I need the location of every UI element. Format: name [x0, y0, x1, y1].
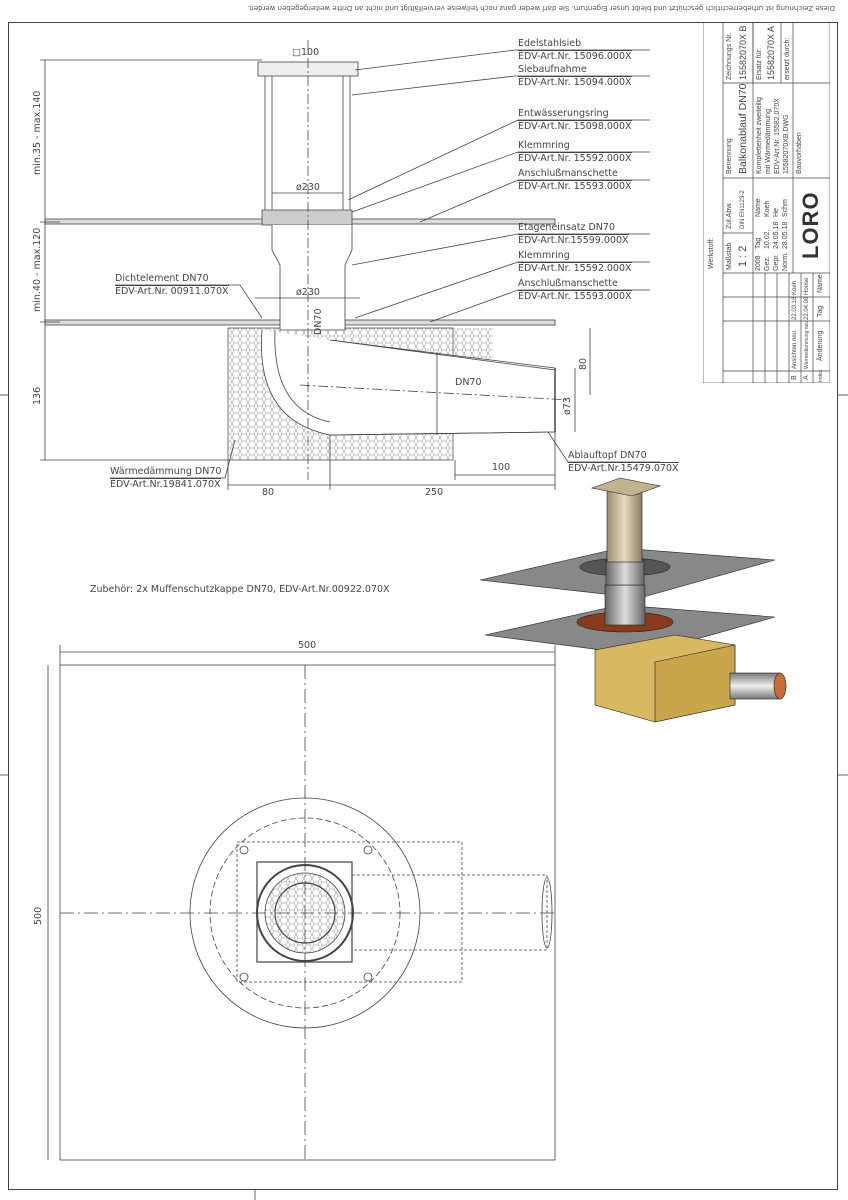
change-b-text: Ansichten neu — [792, 330, 798, 369]
dim-w250: 250 — [425, 487, 444, 498]
dim-d230-lower: ø230 — [296, 287, 320, 298]
row-gez-date: 10.02. — [764, 229, 771, 249]
row-norm-name: Schm — [782, 199, 789, 217]
change-head-date: Tag — [817, 305, 824, 317]
description-1: Komplettenheit zweiteilig — [756, 96, 763, 174]
dim-d73: ø73 — [562, 397, 573, 415]
dim-min35-max140: min.35 - max.140 — [32, 90, 43, 175]
change-a-date: 22.04.08 — [804, 296, 810, 320]
side-section-view — [40, 40, 660, 490]
benennung-value: Balkonablauf DN70 — [737, 83, 749, 174]
dim-min40-max120: min.40 - max.120 — [32, 227, 43, 312]
description-2: mit Wärmedämmung — [765, 109, 772, 174]
change-b-date: 22.03.18 — [792, 296, 798, 320]
bauvorhaben-label: Bauvorhaben — [796, 132, 803, 174]
tag-header: Tag — [755, 237, 762, 249]
zeichnungs-nr: 15582070X B — [738, 25, 748, 80]
change-b-name: Koeh — [792, 280, 798, 295]
dim-h80: 80 — [578, 357, 589, 370]
change-head-text: Änderung — [817, 330, 824, 361]
dim-w100: 100 — [492, 462, 511, 473]
change-head-name: Name — [817, 274, 824, 293]
row-gepr-label: Gepr. — [773, 253, 780, 271]
dim-d230-upper: ø230 — [296, 182, 320, 193]
plan-view — [47, 645, 556, 1161]
werkstoff-label: Werkstoff: — [708, 237, 715, 269]
ersetzt-label: ersetzt durch: — [784, 37, 791, 80]
description-3: EDV-Art.Nr. 15582.070X — [774, 98, 781, 174]
dim-square-100: □100 — [292, 47, 320, 58]
ersatz-label: Ersatz für: — [756, 48, 763, 80]
year: 2008 — [755, 255, 762, 271]
row-gez-label: Gez. — [764, 256, 771, 271]
row-norm-label: Norm. — [782, 251, 789, 271]
change-a-index: A — [803, 375, 810, 380]
row-norm-date: 28.05.18 — [782, 221, 789, 249]
ersatz-value: 15582070X A — [766, 25, 776, 80]
title-block: Werkstoff: Maßstab 1 : 2 Zul.Abw. DIN EN… — [703, 22, 830, 383]
benennung-label: Benennung — [726, 138, 733, 174]
massstab-value: 1 : 2 — [737, 245, 749, 267]
dim-dn70-horizontal: DN70 — [455, 377, 482, 388]
change-head-index: Index — [818, 369, 824, 382]
zeichnungs-nr-label: Zeichnungs Nr. — [726, 32, 733, 80]
name-header: Name — [755, 198, 762, 217]
zul-abw-label: Zul.Abw. — [726, 202, 733, 229]
change-a-name: Hoose — [804, 277, 810, 295]
dim-dn70-vertical: DN70 — [313, 308, 324, 335]
change-b-index: B — [791, 375, 798, 380]
dim-plan-height: 500 — [33, 906, 44, 925]
massstab-label: Maßstab — [726, 242, 733, 270]
drawing-frame — [8, 22, 838, 1190]
3d-render — [479, 477, 787, 723]
loro-logo: LORO — [798, 191, 823, 259]
dim-w80: 80 — [262, 487, 275, 498]
row-gepr-name: He — [773, 208, 780, 217]
description-4: 15582070XB.DWG — [783, 114, 790, 174]
row-gez-name: Koeh — [764, 200, 771, 217]
row-gepr-date: 24.05.18 — [773, 221, 780, 249]
zul-abw-value: DIN EN1123-2 — [740, 190, 746, 229]
accessory-note: Zubehör: 2x Muffenschutzkappe DN70, EDV-… — [90, 584, 390, 595]
change-a-text: Wärmedämmung neu — [804, 320, 810, 369]
dim-plan-width: 500 — [298, 640, 317, 651]
dim-h136: 136 — [32, 386, 43, 405]
